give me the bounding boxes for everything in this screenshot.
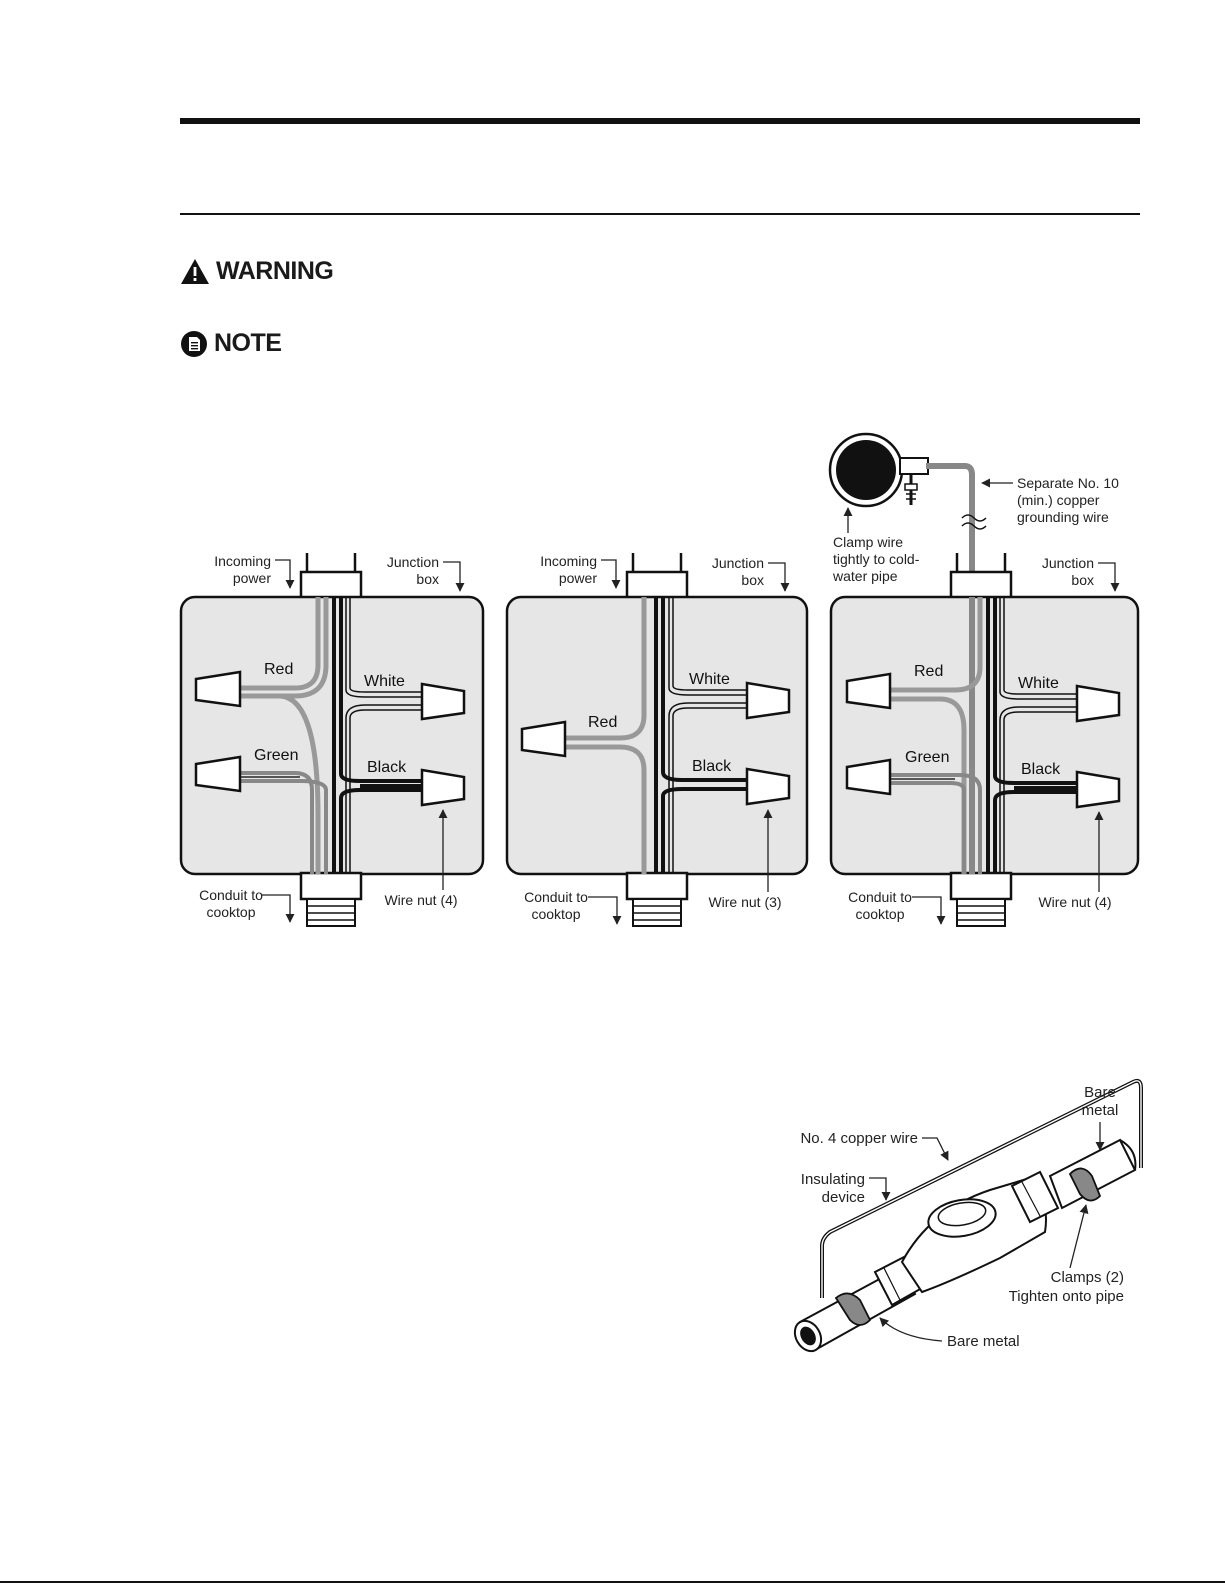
note-heading: NOTE xyxy=(180,329,282,358)
callout-junction-box: box xyxy=(741,572,764,588)
callout-conduit: cooktop xyxy=(531,906,580,922)
callout-incoming-power: power xyxy=(559,570,597,586)
warning-label: WARNING xyxy=(216,257,334,285)
wire-nut-red-2 xyxy=(520,720,567,758)
callout-copper-wire: No. 4 copper wire xyxy=(800,1130,918,1147)
callout-bare-metal-bottom: Bare metal xyxy=(947,1333,1020,1350)
callout-wire-nut: Wire nut (3) xyxy=(708,894,781,910)
wire-label-black: Black xyxy=(692,758,732,775)
warning-triangle-icon xyxy=(181,259,209,284)
callout-wire-nut: Wire nut (4) xyxy=(384,892,457,908)
header-rule-thick xyxy=(180,118,1140,124)
callout-conduit: cooktop xyxy=(855,906,904,922)
callout-clamps: Clamps (2) xyxy=(1051,1269,1124,1286)
wire-nut-white-3 xyxy=(1075,684,1121,723)
callout-junction-box: box xyxy=(416,571,439,587)
wire-nut-white-2 xyxy=(745,681,791,720)
callout-conduit: cooktop xyxy=(206,904,255,920)
callout-junction-box: box xyxy=(1071,572,1094,588)
callout-conduit: Conduit to xyxy=(199,887,263,903)
callout-clamps: Tighten onto pipe xyxy=(1009,1288,1124,1305)
wire-label-white: White xyxy=(689,671,730,688)
diagram-2-three-wire: Red White Black Incoming power Junction … xyxy=(505,553,809,927)
callout-incoming-power: Incoming xyxy=(540,553,597,569)
wire-nut-red-1 xyxy=(194,670,242,708)
callout-bare-metal-top: Bare xyxy=(1084,1084,1116,1101)
note-document-icon xyxy=(181,330,207,357)
wire-nut-black-1 xyxy=(420,768,466,807)
wire-nut-black-2 xyxy=(745,767,791,806)
header-rule-thin xyxy=(180,213,1140,215)
wire-label-green: Green xyxy=(254,747,298,764)
junction-box-3 xyxy=(829,595,1140,876)
footer-rule xyxy=(0,1581,1225,1583)
callout-clamp-wire: water pipe xyxy=(832,568,898,584)
callout-separate-ground: grounding wire xyxy=(1017,509,1109,525)
wire-label-red: Red xyxy=(914,663,943,680)
callout-clamp-wire: Clamp wire xyxy=(833,534,903,550)
callout-conduit: Conduit to xyxy=(848,889,912,905)
wire-label-red: Red xyxy=(588,714,617,731)
wire-label-black: Black xyxy=(1021,761,1061,778)
note-label: NOTE xyxy=(214,329,282,357)
callout-wire-nut: Wire nut (4) xyxy=(1038,894,1111,910)
diagram-1-four-wire: Red Green White Black Incoming power Jun… xyxy=(179,553,485,927)
wire-nut-white-1 xyxy=(420,682,466,721)
callout-conduit: Conduit to xyxy=(524,889,588,905)
callout-junction-box: Junction xyxy=(387,554,439,570)
wire-label-white: White xyxy=(364,673,405,690)
callout-separate-ground: Separate No. 10 xyxy=(1017,475,1119,491)
callout-insulating-device: Insulating xyxy=(801,1171,865,1188)
wire-label-black: Black xyxy=(367,759,407,776)
callout-clamp-wire: tightly to cold- xyxy=(833,551,920,567)
wire-nut-black-3 xyxy=(1075,770,1121,809)
callout-junction-box: Junction xyxy=(1042,555,1094,571)
diagram-3-grounded: Red Green White Black Clamp wire tightly… xyxy=(828,432,1140,927)
wire-label-red: Red xyxy=(264,661,293,678)
pipe-bonding-diagram: No. 4 copper wire Insulating device Bare… xyxy=(793,1078,1143,1353)
callout-bare-metal-top: metal xyxy=(1082,1102,1119,1119)
wire-nut-red-3 xyxy=(845,672,892,710)
warning-heading: WARNING xyxy=(180,257,334,286)
wire-label-green: Green xyxy=(905,749,949,766)
wire-label-white: White xyxy=(1018,675,1059,692)
callout-separate-ground: (min.) copper xyxy=(1017,492,1100,508)
callout-incoming-power: Incoming xyxy=(214,553,271,569)
callout-insulating-device: device xyxy=(822,1189,865,1206)
callout-incoming-power: power xyxy=(233,570,271,586)
callout-junction-box: Junction xyxy=(712,555,764,571)
wire-nut-green-3 xyxy=(845,758,892,796)
wire-nut-green-1 xyxy=(194,755,242,793)
